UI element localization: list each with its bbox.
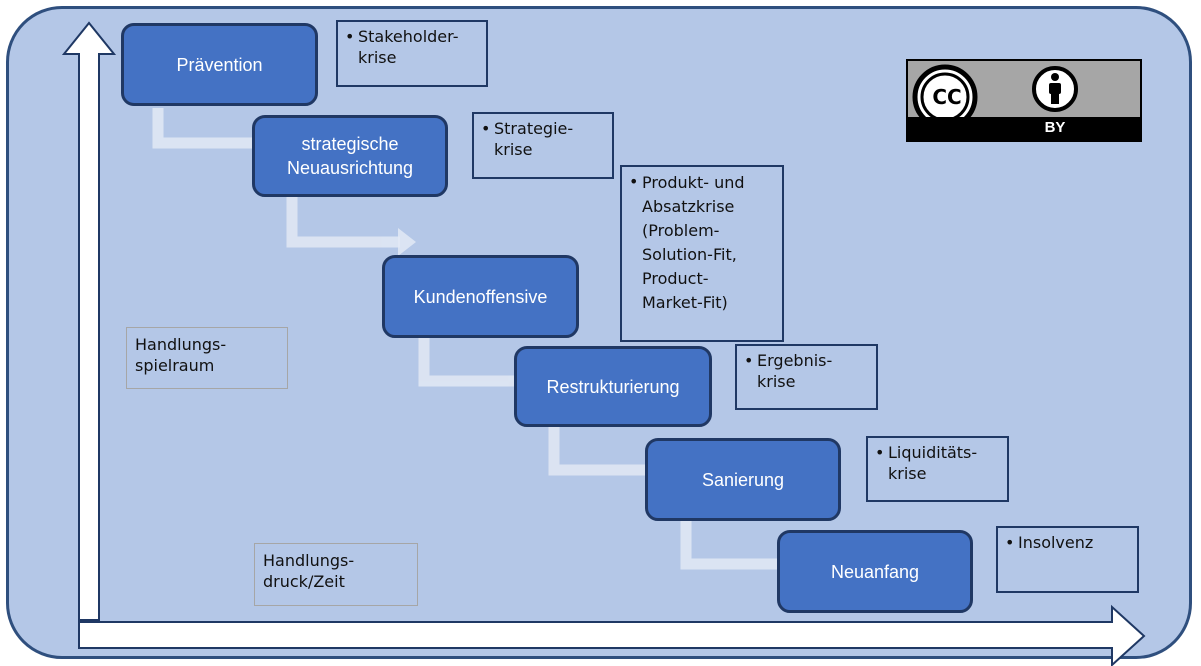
connector-2-arrowhead: [398, 228, 416, 256]
bullet: •: [875, 443, 885, 462]
bullet: •: [481, 119, 491, 138]
bullet: •: [629, 172, 639, 191]
crisis-produkt-und-absatzkrise: • Produkt- und Absatzkrise (Problem- Sol…: [620, 165, 784, 342]
crisis-label: Stakeholder- krise: [358, 27, 459, 67]
connector-3: [418, 335, 515, 387]
license-band: [908, 117, 1140, 140]
phase-neuanfang: Neuanfang: [777, 530, 973, 613]
creative-commons-by-icon: [912, 64, 1078, 130]
crisis-insolvenz: • Insolvenz: [996, 526, 1139, 593]
crisis-label: Produkt- und Absatzkrise (Problem- Solut…: [642, 173, 745, 312]
cc-text: CC: [932, 85, 962, 109]
y-axis-label: Handlungs- spielraum: [126, 327, 288, 389]
phase-restrukturierung: Restrukturierung: [514, 346, 712, 427]
crisis-label: Strategie- krise: [494, 119, 574, 159]
by-text: BY: [1044, 119, 1066, 136]
bullet: •: [744, 351, 754, 370]
phase-kundenoffensive: Kundenoffensive: [382, 255, 579, 338]
crisis-label: Liquiditäts- krise: [888, 443, 978, 483]
crisis-ergebniskrise: • Ergebnis- krise: [735, 344, 878, 410]
phase-strategische-neuausrichtung: strategische Neuausrichtung: [252, 115, 448, 197]
connector-1: [152, 108, 252, 149]
license-badge: CC BY: [906, 59, 1142, 142]
crisis-stakeholderkrise: • Stakeholder- krise: [336, 20, 488, 87]
connector-5: [680, 518, 779, 570]
bullet: •: [345, 27, 355, 46]
x-axis-arrow: [78, 604, 1146, 666]
crisis-label: Insolvenz: [1018, 533, 1094, 552]
phase-praevention: Prävention: [121, 23, 318, 106]
bullet: •: [1005, 533, 1015, 552]
connector-2: [286, 195, 400, 248]
x-axis-label: Handlungs- druck/Zeit: [254, 543, 418, 606]
crisis-label: Ergebnis- krise: [757, 351, 833, 391]
phase-sanierung: Sanierung: [645, 438, 841, 521]
crisis-strategiekrise: • Strategie- krise: [472, 112, 614, 179]
crisis-liquiditaetskrise: • Liquiditäts- krise: [866, 436, 1009, 502]
y-axis-arrow: [61, 21, 117, 621]
connector-4: [548, 425, 645, 476]
